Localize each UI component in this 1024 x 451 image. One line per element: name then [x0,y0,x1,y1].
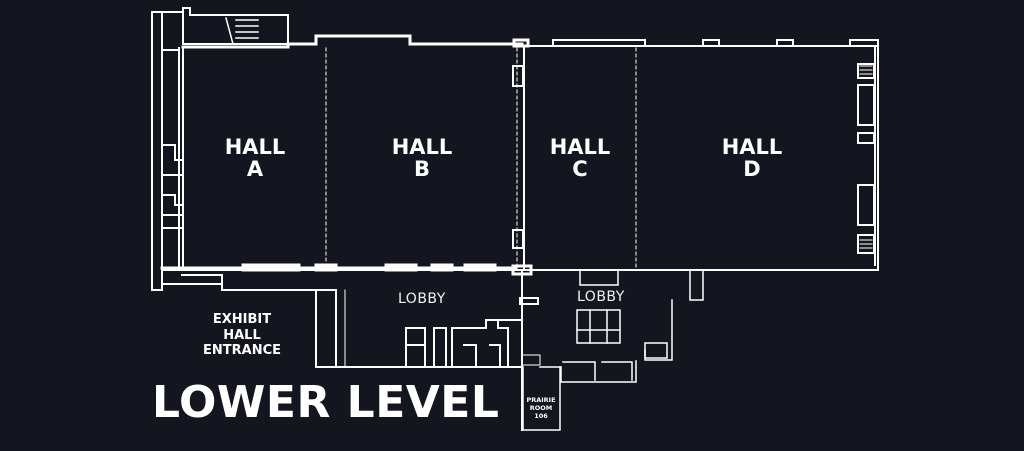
lobby-rooms [405,319,541,368]
east-lobby-walls [560,269,879,383]
hall-c-letter: C [572,157,588,182]
exhibit-line-3: ENTRANCE [203,343,281,359]
lobby-west-label: LOBBY [398,291,446,307]
hall-d-label: HALL D [692,136,812,180]
prairie-line-1: PRAIRIE [526,396,556,404]
hall-b-label: HALL B [362,136,482,180]
hall-a-label: HALL A [195,136,315,180]
east-wall [857,39,879,269]
level-title: LOWER LEVEL [152,377,500,428]
hall-c-name: HALL [549,135,611,159]
hall-bc-divider [512,47,525,269]
prairie-room-walls [522,366,561,431]
hall-a-letter: A [246,157,264,182]
hall-d-letter: D [743,157,761,182]
hall-d-name: HALL [721,135,783,159]
west-wing-walls [151,7,289,291]
hall-b-letter: B [413,157,430,182]
stairs-north [225,17,259,45]
prairie-line-2: ROOM [529,404,553,413]
exhibit-hall-entrance-label: EXHIBIT HALL ENTRANCE [187,312,297,359]
exhibit-corridor [161,269,539,431]
north-wall-ab [181,34,530,49]
exhibit-line-1: EXHIBIT [212,312,272,327]
exhibit-line-2: HALL [223,327,261,343]
prairie-line-3: 106 [534,412,548,421]
hall-c-label: HALL C [520,136,640,180]
hall-b-name: HALL [391,135,453,159]
hall-dividers [325,47,637,269]
hall-a-name: HALL [224,135,286,159]
prairie-room-label: PRAIRIE ROOM 106 [521,396,561,420]
lobby-east-label: LOBBY [577,289,625,305]
north-wall-cd [527,39,879,47]
